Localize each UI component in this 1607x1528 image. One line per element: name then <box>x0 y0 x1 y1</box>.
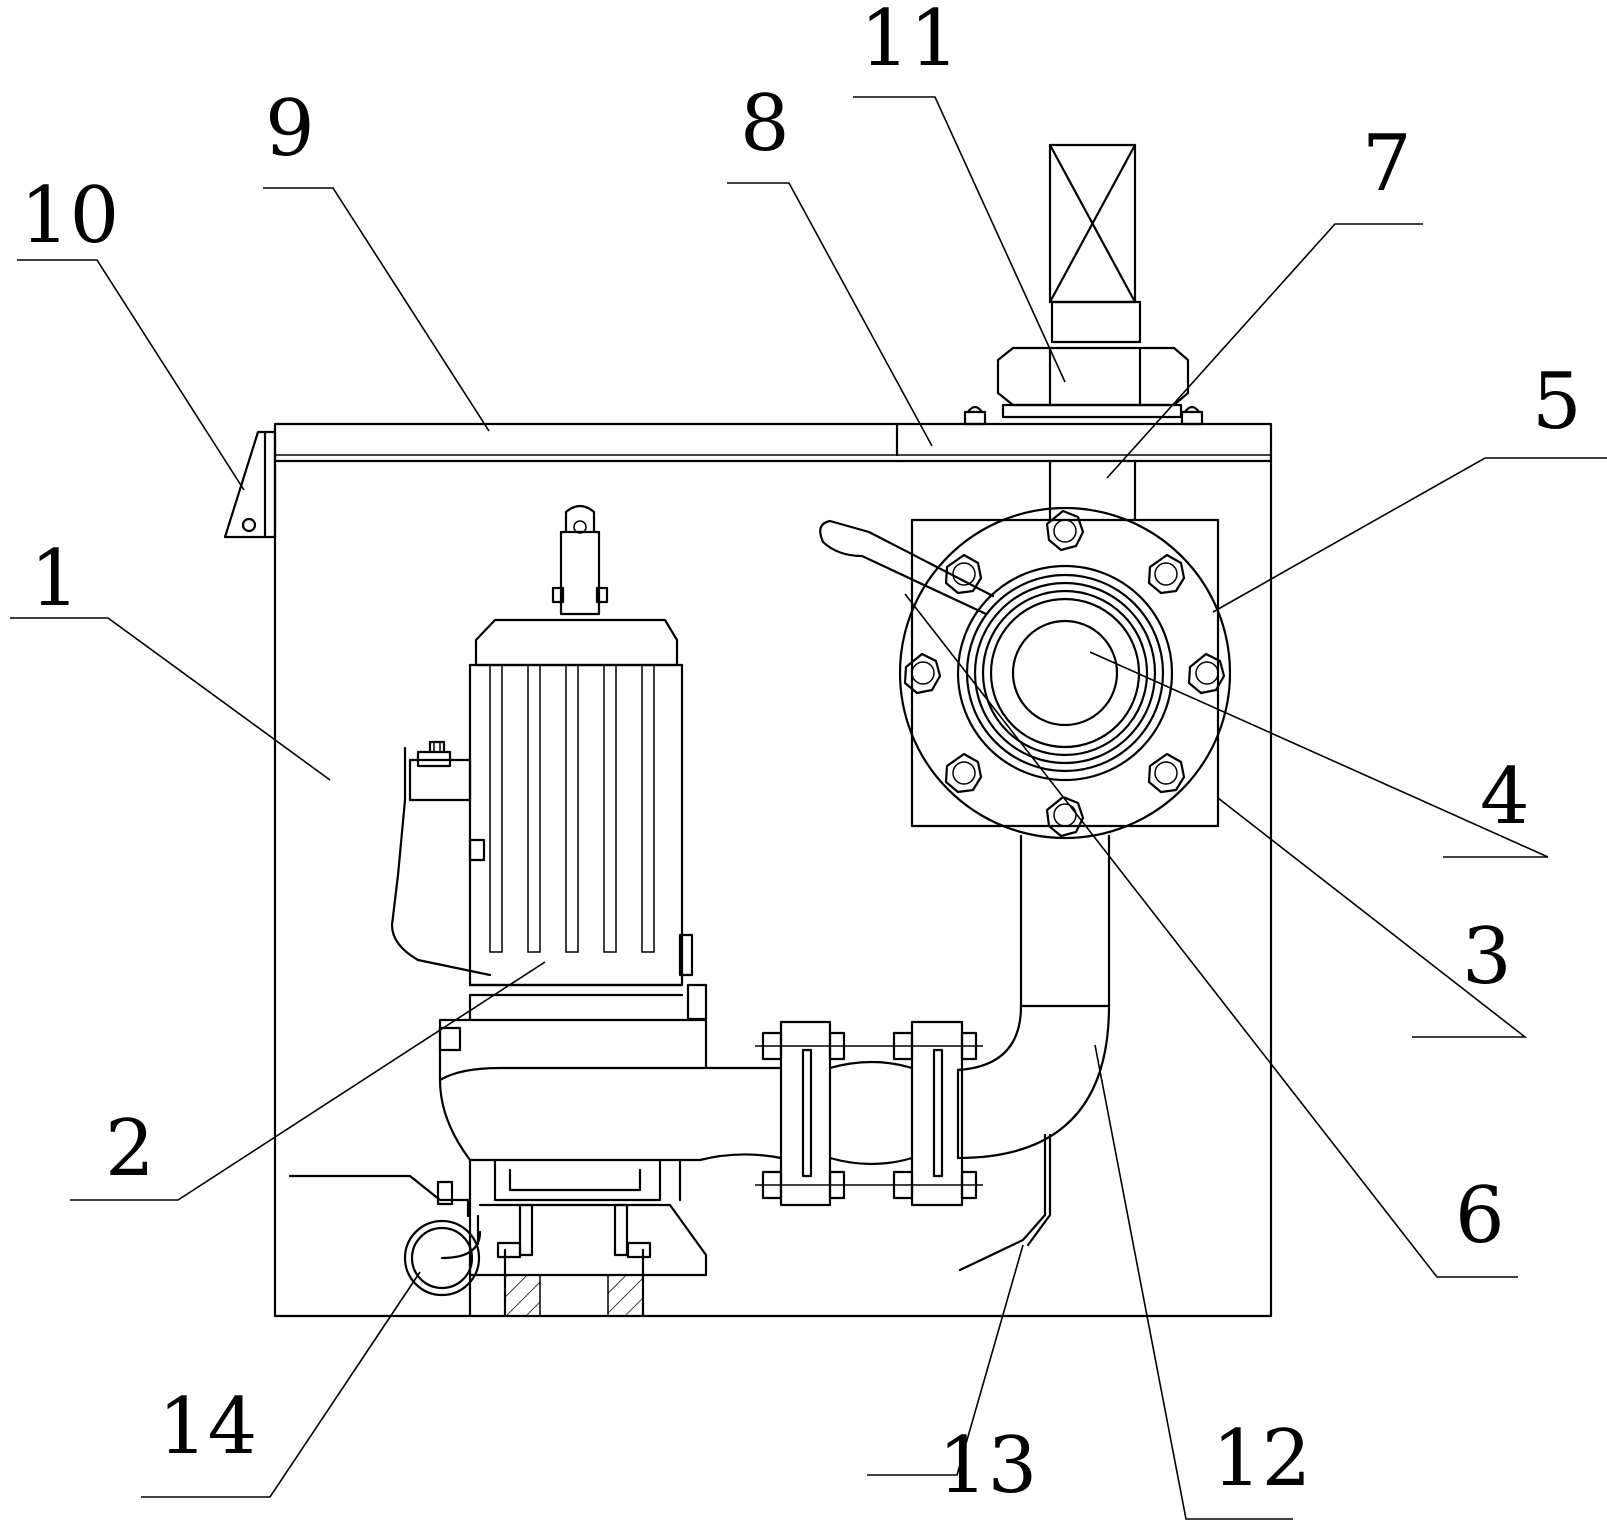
hinge-bracket <box>223 430 277 539</box>
callout-labels: 1 2 3 4 5 6 7 8 9 10 11 12 13 14 <box>20 0 1582 1511</box>
callout-3: 3 <box>1462 912 1512 1002</box>
vent-valve <box>963 143 1204 426</box>
callout-13: 13 <box>938 1421 1037 1511</box>
callout-12: 12 <box>1212 1414 1311 1504</box>
valve-handle <box>819 519 995 616</box>
riser-pipe <box>1048 459 1137 522</box>
level-switch <box>958 1133 1052 1272</box>
callout-11: 11 <box>860 0 959 84</box>
callout-14: 14 <box>158 1382 257 1472</box>
discharge-pipe <box>956 834 1111 1160</box>
foundation-anchors <box>496 1241 652 1318</box>
flange-bolts <box>903 509 1226 838</box>
callout-5: 5 <box>1532 357 1582 447</box>
callout-2: 2 <box>105 1104 155 1194</box>
leader-lines <box>10 96 1607 1520</box>
outlet-flange-assembly <box>898 506 1232 840</box>
callout-7: 7 <box>1362 119 1412 209</box>
callout-1: 1 <box>30 534 80 624</box>
callout-8: 8 <box>740 79 790 169</box>
flexible-joint <box>755 1020 983 1207</box>
submersible-pump <box>390 504 783 1318</box>
callout-6: 6 <box>1455 1171 1505 1261</box>
callout-9: 9 <box>265 84 315 174</box>
drain-ball-valve <box>288 1174 482 1297</box>
tank-body <box>273 422 1273 1318</box>
callout-4: 4 <box>1480 752 1530 842</box>
callout-10: 10 <box>20 171 119 261</box>
